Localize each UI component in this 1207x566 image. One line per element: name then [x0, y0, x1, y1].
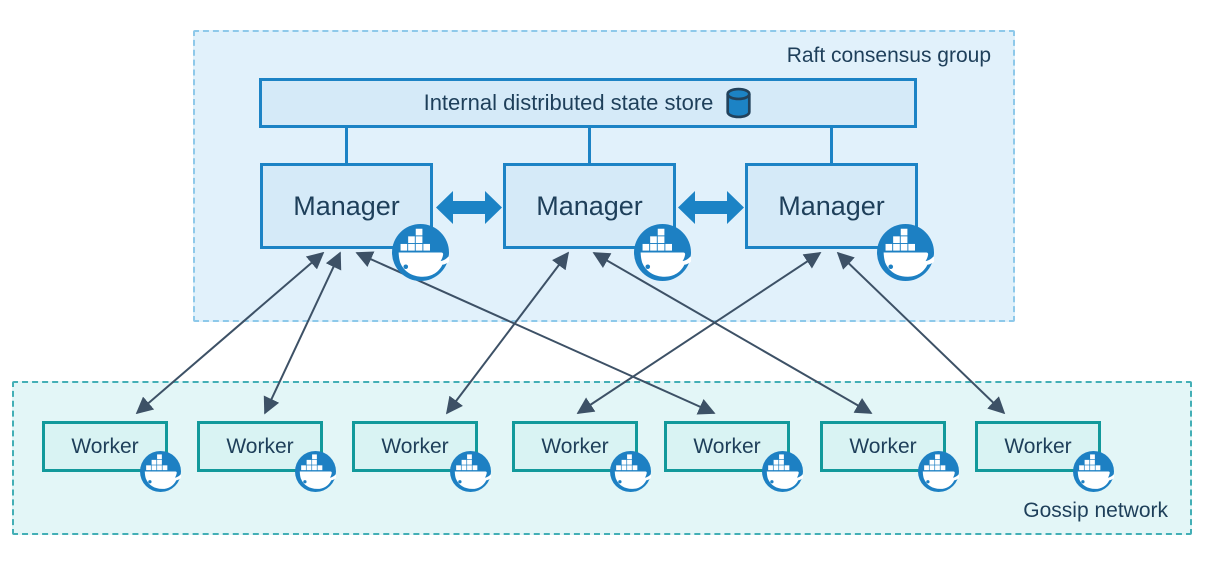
docker-whale-icon [877, 224, 934, 281]
raft-group-label: Raft consensus group [786, 44, 991, 67]
worker-7-label: Worker [1004, 434, 1072, 458]
worker-5-label: Worker [693, 434, 761, 458]
docker-whale-icon [762, 451, 803, 492]
docker-whale-icon [634, 224, 691, 281]
state-store-box: Internal distributed state store [259, 78, 917, 128]
worker-6-label: Worker [849, 434, 917, 458]
state-store-label: Internal distributed state store [423, 90, 714, 115]
worker-2-label: Worker [226, 434, 294, 458]
worker-4-label: Worker [541, 434, 609, 458]
manager-1-label: Manager [293, 190, 400, 221]
worker-1-label: Worker [71, 434, 139, 458]
docker-whale-icon [610, 451, 651, 492]
docker-whale-icon [918, 451, 959, 492]
gossip-network-label: Gossip network [1023, 499, 1168, 522]
manager-2-label: Manager [536, 190, 643, 221]
docker-whale-icon [392, 224, 449, 281]
docker-whale-icon [1073, 451, 1114, 492]
manager-node-2: Manager [503, 163, 676, 249]
store-manager-connector-2 [588, 128, 591, 164]
store-manager-connector-1 [345, 128, 348, 164]
worker-node-5: Worker [664, 421, 790, 472]
worker-node-3: Worker [352, 421, 478, 472]
docker-whale-icon [450, 451, 491, 492]
docker-whale-icon [295, 451, 336, 492]
manager-3-label: Manager [778, 190, 885, 221]
worker-3-label: Worker [381, 434, 449, 458]
database-cylinder-icon [726, 87, 752, 119]
store-manager-connector-3 [830, 128, 833, 164]
docker-whale-icon [140, 451, 181, 492]
